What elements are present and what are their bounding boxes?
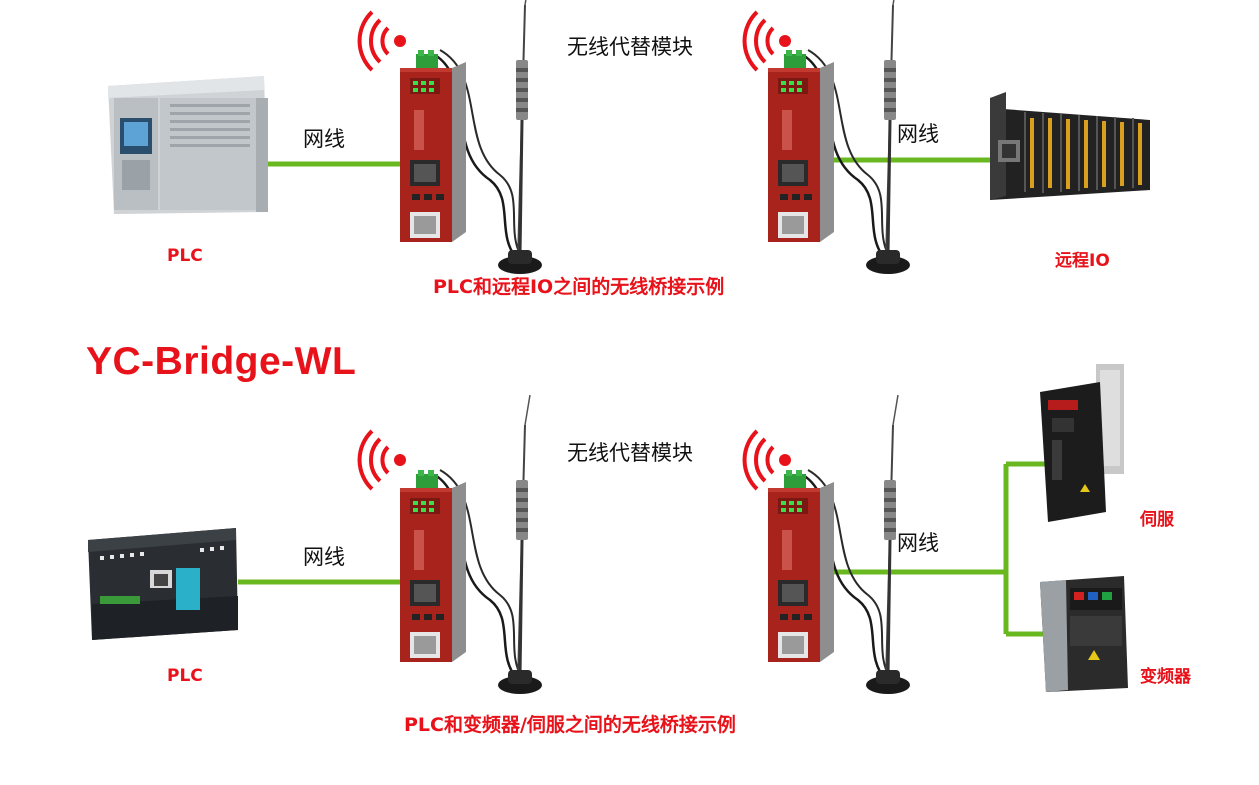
wire-label-top-left: 网线 <box>303 127 345 151</box>
bridge-module-bottom-left <box>398 393 544 696</box>
bridge-module-bottom-right <box>766 393 912 696</box>
plc-label-top: PLC <box>167 246 203 266</box>
plc-compact-device <box>88 528 238 640</box>
servo-label: 伺服 <box>1140 510 1174 530</box>
product-name: YC-Bridge-WL <box>86 340 357 383</box>
wire-label-bottom-left: 网线 <box>303 545 345 569</box>
inverter-device <box>1040 576 1128 692</box>
remote-io-label: 远程IO <box>1055 251 1110 271</box>
module-label-bottom: 无线代替模块 <box>567 441 693 465</box>
wireless-signal-icon <box>357 429 408 491</box>
wireless-signal-icon <box>357 10 408 72</box>
plc-label-bottom: PLC <box>167 666 203 686</box>
plc-siemens-device <box>108 76 268 214</box>
module-label-top: 无线代替模块 <box>567 35 693 59</box>
caption-bottom: PLC和变频器/伺服之间的无线桥接示例 <box>404 714 736 736</box>
remote-io-device <box>990 92 1150 200</box>
wire-label-bottom-right: 网线 <box>897 531 939 555</box>
bridge-module-top-left <box>398 0 544 276</box>
inverter-label: 变频器 <box>1140 667 1191 687</box>
wire-label-top-right: 网线 <box>897 122 939 146</box>
caption-top: PLC和远程IO之间的无线桥接示例 <box>433 276 725 298</box>
servo-drive-device <box>1040 364 1124 522</box>
